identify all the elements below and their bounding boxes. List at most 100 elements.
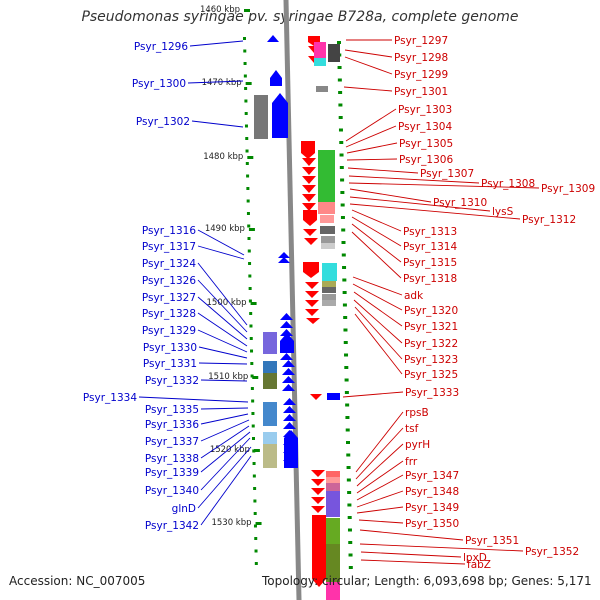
gene-label: Psyr_1336: [145, 419, 199, 431]
gene-label: Psyr_1309: [541, 183, 595, 195]
accession-text: Accession: NC_007005: [9, 574, 146, 588]
gene-label: Psyr_1325: [404, 369, 458, 381]
leader-line: [200, 455, 252, 526]
gene-block-mauve: [326, 483, 340, 491]
scale-dot: [243, 74, 247, 78]
scale-dot: [346, 478, 351, 482]
leader-line: [198, 346, 248, 359]
scale-dot: [250, 374, 254, 378]
leader-line: [200, 437, 251, 491]
leader-line: [200, 407, 249, 410]
scale-dot: [340, 178, 345, 182]
leader-line: [356, 460, 404, 494]
gene-block-magenta: [326, 582, 340, 600]
reverse-gene: [301, 141, 315, 159]
scale-dot: [244, 87, 248, 90]
gene-label: Psyr_1328: [142, 308, 196, 320]
gene-label: Psyr_1314: [403, 241, 457, 253]
scale-dot: [252, 474, 256, 478]
leader-line: [352, 276, 403, 296]
reverse-arrow: [302, 167, 316, 175]
leader-line: [353, 291, 403, 327]
gene-block-cyan: [322, 263, 337, 281]
reverse-arrow: [302, 158, 316, 166]
leader-line: [197, 279, 248, 333]
gene-label: Psyr_1350: [405, 518, 459, 530]
gene-block-dark: [320, 226, 335, 234]
scale-dot: [244, 112, 248, 115]
leader-line: [351, 223, 402, 263]
gene-label: Psyr_1333: [405, 387, 459, 399]
gene-block-gray: [254, 95, 268, 139]
scale-dot: [245, 162, 249, 165]
reverse-arrow: [302, 176, 316, 184]
gene-label: Psyr_1349: [405, 502, 459, 514]
gene-block-gray: [321, 236, 335, 243]
scale-dot: [338, 103, 343, 107]
reverse-arrow: [305, 282, 319, 289]
forward-arrow: [280, 313, 293, 320]
scale-dot: [337, 66, 342, 69]
scale-dot: [248, 274, 252, 278]
leader-line: [360, 551, 462, 558]
gene-label: Psyr_1304: [398, 121, 452, 133]
gene-block-blue: [263, 402, 277, 426]
gene-label: Psyr_1339: [145, 467, 199, 479]
gene-label: Psyr_1334: [83, 392, 137, 404]
forward-arrow: [278, 257, 290, 263]
gene-label: Psyr_1327: [142, 292, 196, 304]
leader-line: [345, 125, 397, 148]
scale-dot: [247, 237, 251, 240]
scale-dot: [245, 137, 249, 140]
leader-line: [345, 108, 397, 142]
reverse-arrow: [311, 506, 325, 513]
scale-dot: [344, 378, 349, 382]
scale-label: 1510 kbp: [208, 372, 248, 382]
reverse-gene: [303, 210, 317, 226]
leader-line: [356, 443, 404, 487]
scale-dot: [247, 249, 251, 253]
scale-dot: [342, 291, 347, 294]
leader-line: [197, 329, 248, 353]
gene-label: lysS: [492, 206, 514, 218]
gene-label: Psyr_1299: [394, 69, 448, 81]
forward-arrow: [280, 353, 293, 360]
scale-dot: [254, 549, 258, 553]
scale-dot: [245, 149, 249, 153]
scale-dot: [341, 241, 346, 244]
leader-line: [342, 391, 404, 398]
leader-line: [355, 411, 404, 473]
scale-dot: [343, 316, 348, 319]
topology-text: Topology: circular; Length: 6,093,698 bp…: [262, 574, 592, 588]
gene-label: Psyr_1330: [143, 342, 197, 354]
forward-gene: [270, 70, 282, 86]
leader-line: [349, 196, 491, 212]
gene-label: glnD: [172, 503, 196, 515]
leader-line: [198, 362, 248, 365]
label-leader-lines: [138, 39, 540, 565]
leader-line: [359, 543, 524, 552]
gene-label: Psyr_1300: [132, 78, 186, 90]
leader-line: [197, 312, 248, 347]
reverse-arrow: [311, 488, 325, 495]
gene-label: frr: [405, 456, 418, 468]
leader-line: [197, 296, 248, 340]
gene-label: Psyr_1305: [399, 138, 453, 150]
scale-dot: [345, 403, 350, 407]
gene-label: Psyr_1322: [404, 338, 458, 350]
gene-block-blue: [263, 361, 277, 373]
scale-dot: [347, 491, 352, 494]
gene-label: lpxD: [463, 552, 487, 564]
leader-line: [189, 40, 244, 47]
gene-label: Psyr_1342: [145, 520, 199, 532]
forward-arrow: [278, 252, 290, 258]
scale-dot: [343, 341, 348, 344]
reverse-arrow: [305, 300, 319, 307]
gene-label: Psyr_1351: [465, 535, 519, 547]
scale-dot: [251, 399, 255, 403]
gene-block-pink: [320, 215, 334, 223]
gene-block-violet: [326, 491, 340, 517]
map-title: Pseudomonas syringae pv. syringae B728a,…: [81, 9, 519, 25]
leader-line: [347, 167, 419, 174]
